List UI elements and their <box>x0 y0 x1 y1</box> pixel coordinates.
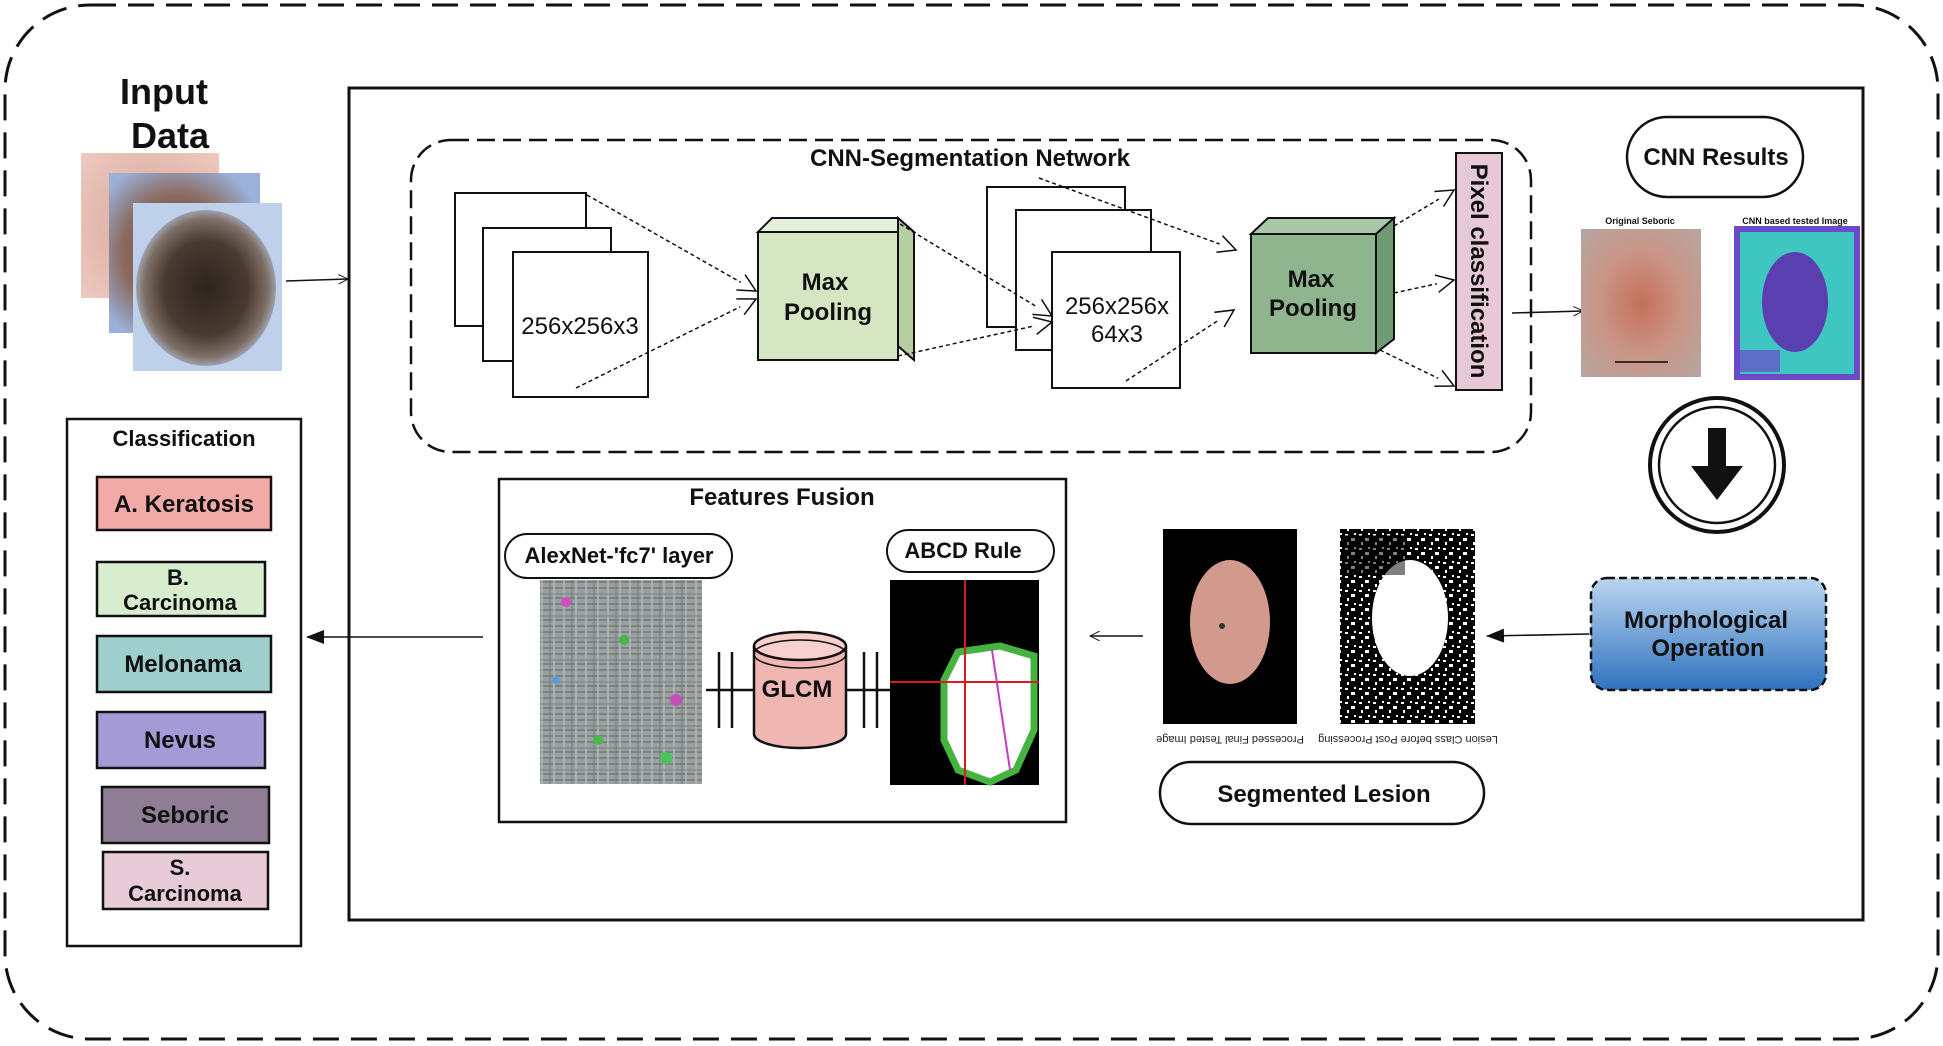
class-item-nevus: Nevus <box>95 710 267 770</box>
alexnet-label: AlexNet-'fc7' layer <box>525 543 714 568</box>
inner-frame <box>347 86 1865 922</box>
lesion-class-caption: Lesion Class before Post Processing <box>1318 733 1498 745</box>
class-label-keratosis: A. Keratosis <box>114 491 254 518</box>
input-arrow <box>285 274 350 285</box>
cnn-results-pill <box>1625 115 1805 199</box>
layer2-size-line2: 64x3 <box>1091 321 1143 348</box>
segmented-lesion-pill <box>1158 760 1486 826</box>
alexnet-filters-image <box>540 580 702 784</box>
morphological-line2: Operation <box>1651 635 1764 662</box>
class-item-seboric: Seboric <box>100 785 271 845</box>
class-label-nevus: Nevus <box>144 727 216 754</box>
cnn-network-box <box>409 138 1533 454</box>
pool2-label-line1: Max <box>1288 266 1335 293</box>
class-box-1 <box>95 560 267 618</box>
max-pooling-1 <box>755 215 917 363</box>
pixel-classification-bar <box>1455 152 1503 391</box>
glcm-connectors <box>706 652 890 728</box>
class-box-4 <box>100 785 271 845</box>
features-fusion-title: Features Fusion <box>689 484 874 511</box>
glcm-label: GLCM <box>762 676 833 703</box>
class-label-melonama: Melonama <box>124 651 242 678</box>
original-seboric-caption: Original Seboric <box>1605 216 1675 226</box>
morphological-operation-box <box>1589 576 1828 692</box>
max-pooling-2 <box>1248 215 1397 356</box>
cnn-tested-caption: CNN based tested Image <box>1742 216 1848 226</box>
input-title-line1: Input <box>120 71 208 112</box>
lesion-class-image <box>1340 529 1475 724</box>
class-item-melonama: Melonama <box>95 634 273 694</box>
morph-to-lesion-arrow <box>1486 628 1590 643</box>
segmented-lesion-title: Segmented Lesion <box>1217 781 1430 808</box>
processed-final-image <box>1163 529 1297 724</box>
cnn-tested-image <box>1734 226 1860 380</box>
cnn-results-title: CNN Results <box>1643 144 1788 171</box>
alexnet-pill <box>504 533 733 579</box>
down-arrow-icon <box>1648 396 1786 534</box>
class-box-2 <box>95 634 273 694</box>
class-label-b-carcinoma: Carcinoma <box>123 590 237 615</box>
pixel-classification-label: Pixel classification <box>1465 164 1492 379</box>
pool1-label-line2: Pooling <box>784 299 872 326</box>
to-results-arrow <box>1511 306 1585 317</box>
abcd-label: ABCD Rule <box>904 538 1021 563</box>
input-images <box>81 153 282 371</box>
original-seboric-image <box>1581 229 1701 377</box>
abcd-rule-image <box>890 580 1039 786</box>
class-item-keratosis: A. Keratosis <box>95 475 273 532</box>
cnn-dashed-arrows <box>575 177 1456 389</box>
class-item-s-carcinoma: S. Carcinoma <box>101 850 270 911</box>
layer2-size-line1: 256x256x <box>1065 293 1169 320</box>
glcm-cylinder <box>752 630 848 750</box>
class-box-3 <box>95 710 267 770</box>
classification-title: Classification <box>112 426 255 451</box>
class-item-b-carcinoma: B. Carcinoma <box>95 560 267 618</box>
cnn-network-title: CNN-Segmentation Network <box>810 145 1131 172</box>
abcd-pill <box>886 529 1055 573</box>
morphological-line1: Morphological <box>1624 607 1788 634</box>
class-box-5 <box>101 850 270 911</box>
outer-border <box>3 3 1940 1041</box>
class-label-seboric: Seboric <box>141 802 229 829</box>
layer-stack-2 <box>986 186 1181 389</box>
pool1-label-line1: Max <box>802 269 849 296</box>
layer1-size: 256x256x3 <box>521 313 638 340</box>
processed-final-caption: Processed Final Tested Image <box>1156 733 1304 745</box>
class-label-s-carcinoma: Carcinoma <box>128 881 242 906</box>
input-title-line2: Data <box>131 115 210 156</box>
class-label-b: B. <box>167 565 189 590</box>
pool2-label-line2: Pooling <box>1269 295 1357 322</box>
class-label-s: S. <box>170 855 191 880</box>
class-box-0 <box>95 475 273 532</box>
layer-stack-1 <box>454 192 649 398</box>
